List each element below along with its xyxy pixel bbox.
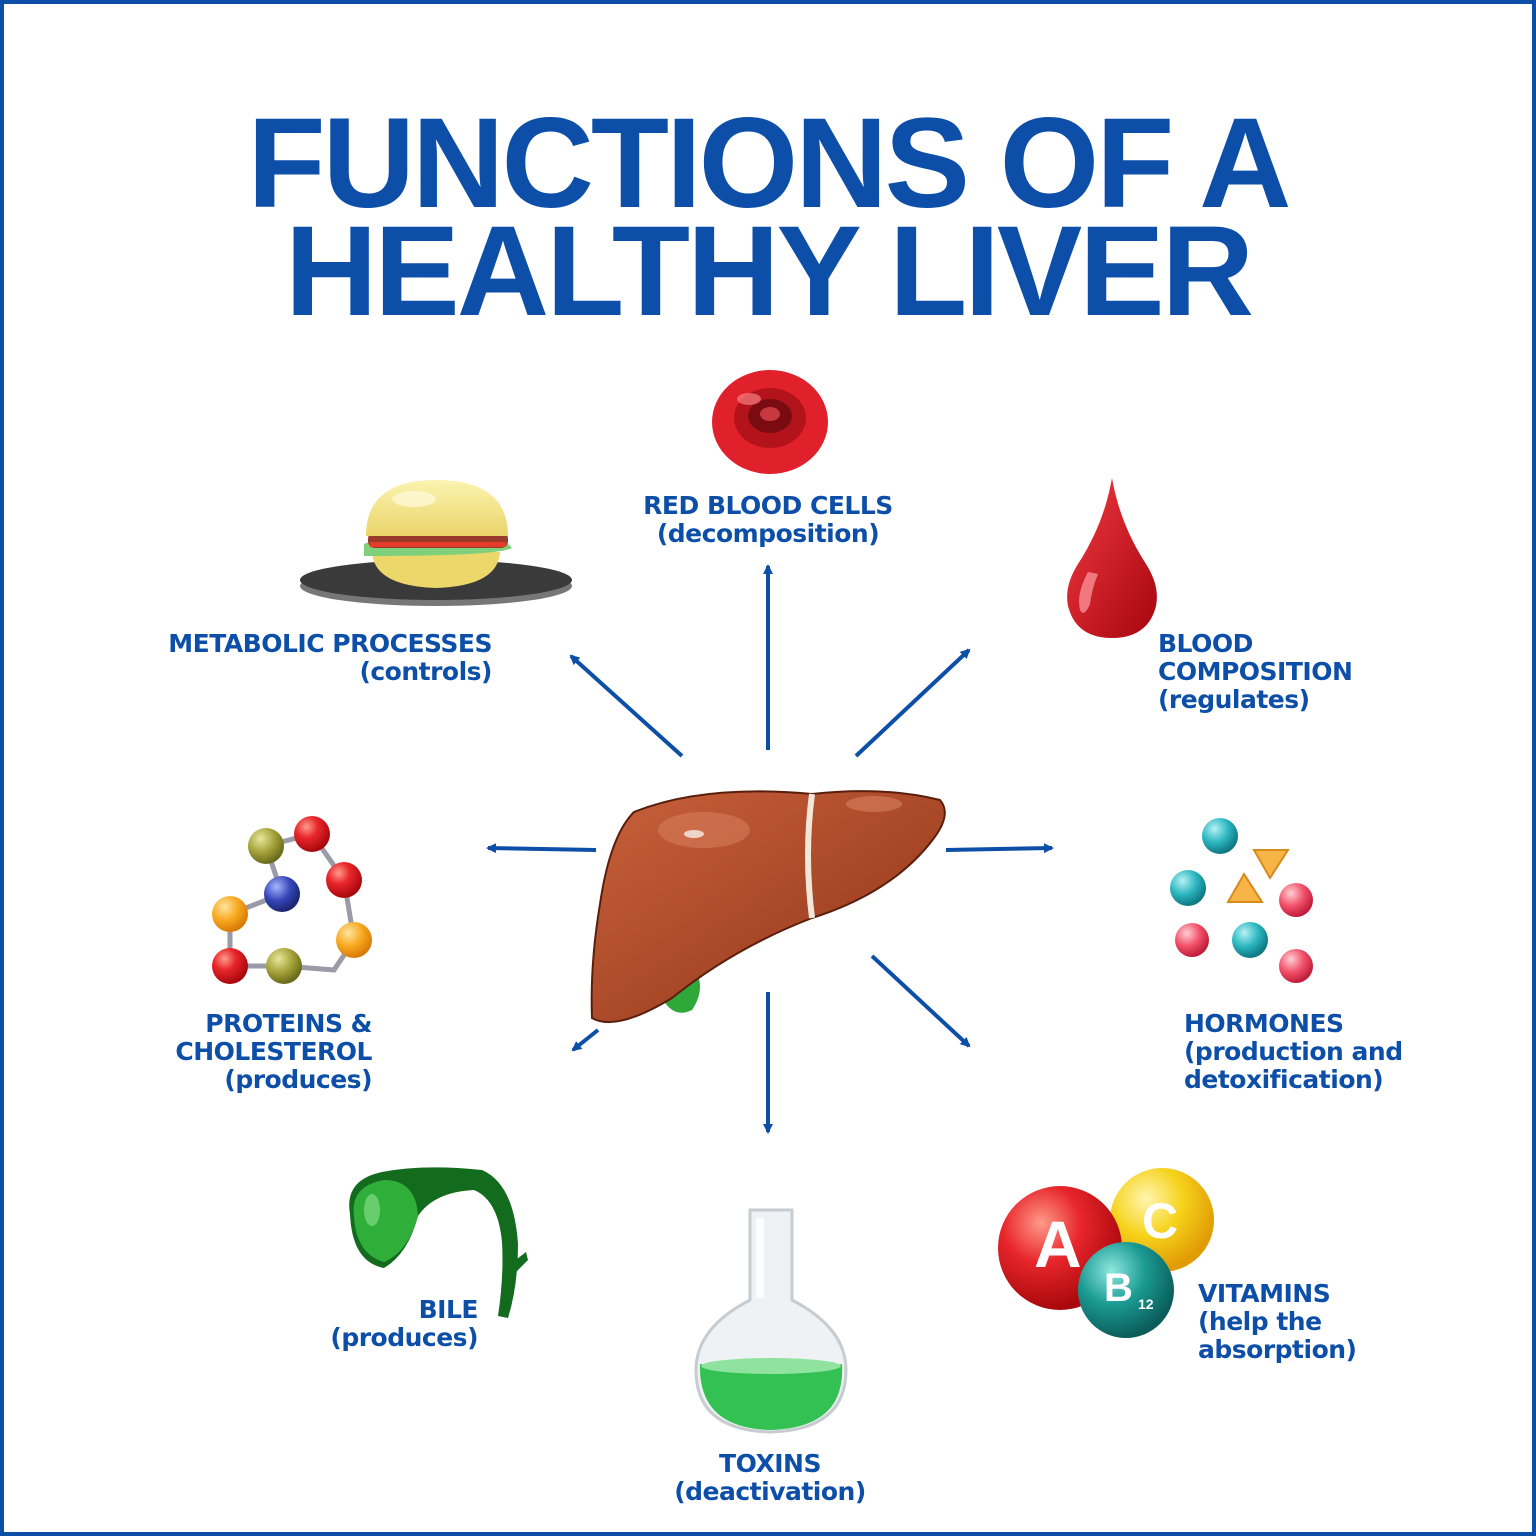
toxins-name: TOXINS	[719, 1449, 821, 1478]
bile-icon	[349, 1167, 528, 1318]
hormones-icon	[1170, 818, 1313, 983]
vitamin-c-letter: C	[1142, 1193, 1179, 1249]
blood-drop-icon	[1067, 478, 1157, 638]
molecule-chain-icon	[212, 816, 372, 984]
toxins-label: TOXINS (deactivation)	[638, 1450, 902, 1506]
proteins-line1: PROTEINS &	[205, 1009, 372, 1038]
title-line-2: HEALTHY LIVER	[284, 200, 1254, 343]
vitamins-name: VITAMINS	[1198, 1279, 1331, 1308]
blood-composition-line2: COMPOSITION	[1158, 657, 1353, 686]
arrow-to-vitamins	[870, 954, 971, 1048]
liver-icon	[590, 790, 946, 1024]
toxins-detail: (deactivation)	[674, 1477, 866, 1506]
vitamin-b-letter: B	[1104, 1266, 1133, 1310]
arrow-to-bile	[571, 1028, 600, 1052]
vitamin-b-subscript: 12	[1138, 1296, 1154, 1312]
vitamin-a-letter: A	[1034, 1207, 1082, 1281]
vitamins-detail-2: absorption)	[1198, 1335, 1357, 1364]
blood-composition-detail: (regulates)	[1158, 685, 1310, 714]
arrow-to-hormones	[945, 843, 1054, 854]
vitamins-label: VITAMINS (help the absorption)	[1198, 1280, 1418, 1364]
diagram-art	[212, 370, 1313, 1434]
metabolic-detail: (controls)	[359, 657, 492, 686]
vitamins-detail-1: (help the	[1198, 1307, 1322, 1336]
title-line-1: FUNCTIONS OF A	[247, 92, 1291, 235]
flask-icon	[694, 1208, 848, 1434]
red-blood-cell-icon	[712, 370, 828, 474]
proteins-line2: CHOLESTEROL	[175, 1037, 372, 1066]
bile-name: BILE	[418, 1295, 479, 1324]
proteins-detail: (produces)	[224, 1065, 372, 1094]
arrow-to-proteins	[486, 843, 597, 854]
metabolic-name: METABOLIC PROCESSES	[168, 629, 492, 658]
bile-detail: (produces)	[330, 1323, 478, 1352]
burger-icon	[300, 480, 572, 606]
blood-composition-label: BLOOD COMPOSITION (regulates)	[1158, 630, 1418, 714]
arrow-to-blood-composition	[854, 648, 971, 758]
red-blood-cells-detail: (decomposition)	[656, 519, 880, 548]
proteins-cholesterol-label: PROTEINS & CHOLESTEROL (produces)	[112, 1010, 372, 1094]
bile-label: BILE (produces)	[282, 1296, 478, 1352]
vitamins-icon	[998, 1168, 1214, 1338]
hormones-name: HORMONES	[1184, 1009, 1344, 1038]
hormones-detail-1: (production and	[1184, 1037, 1403, 1066]
hormones-label: HORMONES (production and detoxification)	[1184, 1010, 1484, 1094]
arrow-to-metabolic	[569, 654, 684, 758]
blood-composition-line1: BLOOD	[1158, 629, 1253, 658]
arrows	[486, 564, 1054, 1134]
metabolic-processes-label: METABOLIC PROCESSES (controls)	[112, 630, 492, 686]
red-blood-cells-name: RED BLOOD CELLS	[643, 491, 893, 520]
red-blood-cells-label: RED BLOOD CELLS (decomposition)	[608, 492, 928, 548]
hormones-detail-2: detoxification)	[1184, 1065, 1384, 1094]
